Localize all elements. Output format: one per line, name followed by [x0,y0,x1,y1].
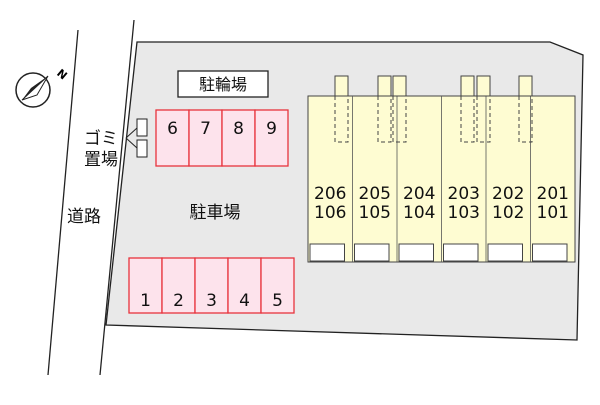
garbage-area-label-line2: 置場 [84,150,118,170]
car-space-number: 1 [140,291,151,311]
unit-number-lower: 105 [359,203,391,223]
unit-number-lower: 101 [537,203,569,223]
garbage-leader-line [125,137,138,149]
bicycle-parking-label: 駐輪場 [199,75,247,94]
unit-number-upper: 202 [492,184,524,204]
unit-balcony [354,243,390,262]
unit-number-lower: 106 [314,203,346,223]
unit-number-upper: 206 [314,184,346,204]
garbage-bin [136,118,148,137]
entrance-hall [476,96,491,143]
car-space [128,257,163,314]
car-space-number: 2 [173,291,184,311]
garbage-leader-line [125,127,138,139]
road-edge-line [47,29,79,376]
unit-number-lower: 104 [403,203,435,223]
entrance-hall [334,96,349,143]
entrance-hall [460,96,475,143]
bicycle-space-number: 8 [233,119,244,139]
car-space-number: 4 [239,291,250,311]
bicycle-space [254,109,289,167]
unit-balcony [398,243,434,262]
car-space [194,257,229,314]
unit-number-upper: 204 [403,184,435,204]
entrance-hall [518,96,533,143]
bicycle-space-number: 9 [266,119,277,139]
unit-number-upper: 201 [537,184,569,204]
unit-balcony [309,243,345,262]
unit-number-lower: 102 [492,203,524,223]
entrance-porch [460,75,475,97]
entrance-hall [377,96,392,143]
entrance-porch [518,75,533,97]
entrance-porch [476,75,491,97]
bicycle-parking-label-box [177,70,269,98]
entrance-porch [377,75,392,97]
entrance-porch [392,75,407,97]
entrance-hall [392,96,407,143]
unit-balcony [443,243,479,262]
bicycle-space-number: 7 [200,119,211,139]
garbage-area-label-line1: ゴミ [84,128,118,149]
entrance-porch [334,75,349,97]
unit-number-upper: 203 [448,184,480,204]
road-edge-line [99,19,135,376]
car-space-number: 5 [272,291,283,311]
unit-number-lower: 103 [448,203,480,223]
unit-balcony [532,243,568,262]
car-space [161,257,196,314]
car-spaces: 1 2 3 4 5 [128,257,295,314]
bicycle-spaces: 6 7 8 9 [155,109,289,167]
bicycle-space-number: 6 [167,119,178,139]
compass-icon: N [15,67,70,108]
unit-number-upper: 205 [359,184,391,204]
compass-north-label: N [54,67,69,83]
unit-balcony [487,243,523,262]
car-space-number: 3 [206,291,217,311]
garbage-bin [136,139,148,158]
car-space [227,257,262,314]
car-space [260,257,295,314]
road-label: 道路 [67,207,101,227]
parking-lot-label: 駐車場 [190,203,241,223]
